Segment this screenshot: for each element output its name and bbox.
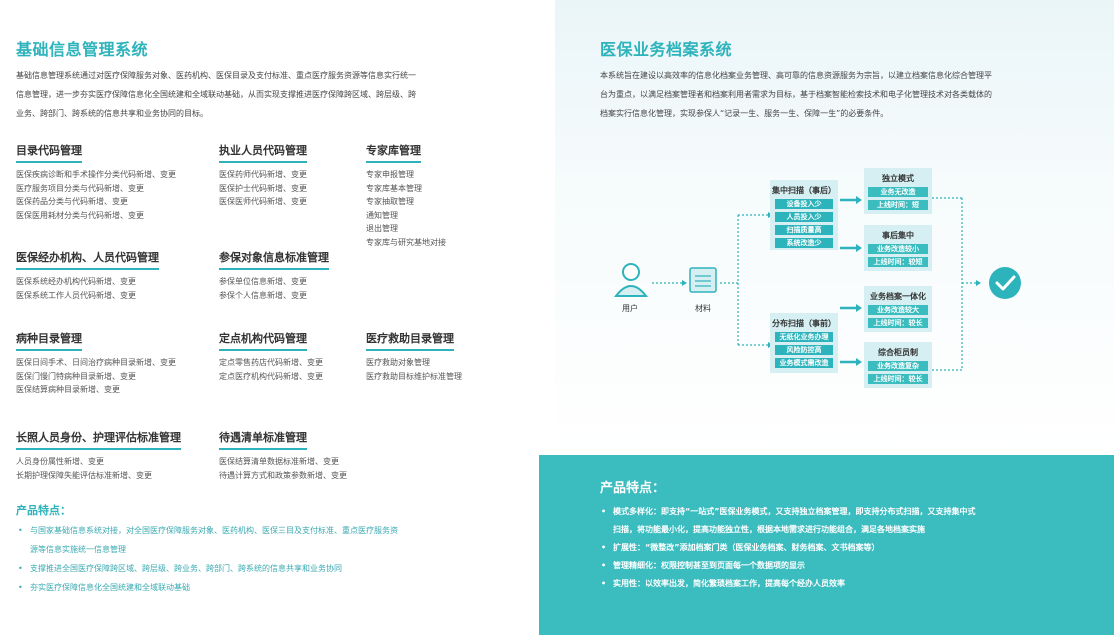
archive-system-intro: 本系统旨在建设以高效率的信息化档案业务管理、高可靠的信息资源服务为宗旨，以建立档… <box>600 71 992 118</box>
folder-icon <box>689 267 717 293</box>
module-medical-aid: 医疗救助目录管理 医疗救助对象管理 医疗救助目标维护标准管理 <box>366 332 462 381</box>
archive-feature-item: 实用性：以效率出发，简化繁琐档案工作，提高每个经办人员效率 <box>601 575 1081 593</box>
centralized-tag: 设备投入少 <box>775 199 833 209</box>
mode-tag: 上线时间：较长 <box>868 318 928 328</box>
module-agency-staff-code: 医保经办机构、人员代码管理 医保系统经办机构代码新增、变更 医保系统工作人员代码… <box>16 251 159 300</box>
mode-teller-box: 综合柜员制 业务改造复杂 上线时间：较长 <box>864 342 932 388</box>
material-label: 材料 <box>695 304 711 313</box>
mode-tag: 上线时间：较长 <box>868 374 928 384</box>
distributed-tag: 无纸化业务办理 <box>775 332 833 342</box>
mode-tag: 上线时间：较短 <box>868 257 928 267</box>
flow-diagram-lines <box>613 196 1021 371</box>
mode-tag: 业务无改造 <box>868 187 928 197</box>
mode-tag: 业务改造较大 <box>868 305 928 315</box>
archive-features-title: 产品特点： <box>600 481 666 496</box>
archive-features-panel: 产品特点： 模式多样化：即支持“一站式”医保业务模式，又支持独立档案管理，即支持… <box>539 455 1114 635</box>
distributed-scan-box: 分布扫描（事前） 无纸化业务办理 风险防控高 业务模式需改造 <box>770 313 838 373</box>
module-designated-code: 定点机构代码管理 定点零售药店代码新增、变更 定点医疗机构代码新增、变更 <box>219 332 323 381</box>
archive-feature-item-cont: 扫描，将功能最小化，提高功能独立性，根据本地需求进行功能组合，满足各地档案实施 <box>613 525 925 534</box>
module-insured-standard: 参保对象信息标准管理 参保单位信息新增、变更 参保个人信息新增、变更 <box>219 251 329 300</box>
centralized-tag: 系统改造少 <box>775 238 833 248</box>
archive-system-title: 医保业务档案系统 <box>600 40 733 59</box>
mode-independent-box: 独立模式 业务无改造 上线时间：短 <box>864 168 932 214</box>
centralized-tag: 人员投入少 <box>775 212 833 222</box>
module-catalog-code: 目录代码管理 医保疾病诊断和手术操作分类代码新增、变更 医疗服务项目分类与代码新… <box>16 144 176 220</box>
left-feature-item: 夯实医疗保障信息化全国统建和全域联动基础 <box>18 578 518 597</box>
basic-info-intro: 基础信息管理系统通过对医疗保障服务对象、医药机构、医保目录及支付标准、重点医疗服… <box>16 71 416 118</box>
user-label: 用户 <box>622 304 638 313</box>
left-feature-item: 与国家基础信息系统对接，对全国医疗保障服务对象、医药机构、医保三目及支付标准、重… <box>18 521 518 540</box>
mode-tag: 业务改造较小 <box>868 244 928 254</box>
module-disease-catalog: 病种目录管理 医保日间手术、日间治疗病种目录新增、变更 医保门慢门特病种目录新增… <box>16 332 176 394</box>
mode-tag: 业务改造复杂 <box>868 361 928 371</box>
left-feature-item-cont: 源等信息实施统一信息管理 <box>30 545 126 554</box>
mode-integrated-box: 业务档案一体化 业务改造较大 上线时间：较长 <box>864 286 932 332</box>
centralized-tag: 扫描质量高 <box>775 225 833 235</box>
distributed-tag: 风险防控高 <box>775 345 833 355</box>
module-long-term-care: 长照人员身份、护理评估标准管理 人员身份属性新增、变更 长期护理保障失能评估标准… <box>16 431 181 480</box>
check-icon <box>989 267 1021 299</box>
centralized-scan-box: 集中扫描（事后） 设备投入少 人员投入少 扫描质量高 系统改造少 <box>770 180 838 250</box>
archive-feature-item: 模式多样化：即支持“一站式”医保业务模式，又支持独立档案管理，即支持分布式扫描，… <box>601 503 1081 521</box>
module-benefit-list: 待遇清单标准管理 医保结算清单数据标准新增、变更 待遇计算方式和政策参数新增、变… <box>219 431 347 480</box>
archive-feature-item: 扩展性：“微整改”添加档案门类（医保业务档案、财务档案、文书档案等） <box>601 539 1081 557</box>
mode-post-centralized-box: 事后集中 业务改造较小 上线时间：较短 <box>864 225 932 271</box>
mode-tag: 上线时间：短 <box>868 200 928 210</box>
left-features-title: 产品特点： <box>16 504 71 517</box>
user-icon <box>613 263 649 297</box>
module-practitioner-code: 执业人员代码管理 医保药师代码新增、变更 医保护士代码新增、变更 医保医师代码新… <box>219 144 307 206</box>
distributed-tag: 业务模式需改造 <box>775 358 833 368</box>
left-feature-item: 支撑推进全国医疗保障跨区域、跨层级、跨业务、跨部门、跨系统的信息共享和业务协同 <box>18 559 518 578</box>
archive-feature-item: 管理精细化：权限控制甚至到页面每一个数据项的显示 <box>601 557 1081 575</box>
basic-info-title: 基础信息管理系统 <box>16 40 149 59</box>
left-features-list: 与国家基础信息系统对接，对全国医疗保障服务对象、医药机构、医保三目及支付标准、重… <box>18 521 518 597</box>
module-expert-library: 专家库管理 专家申报管理 专家库基本管理 专家抽取管理 通知管理 退出管理 专家… <box>366 144 446 247</box>
